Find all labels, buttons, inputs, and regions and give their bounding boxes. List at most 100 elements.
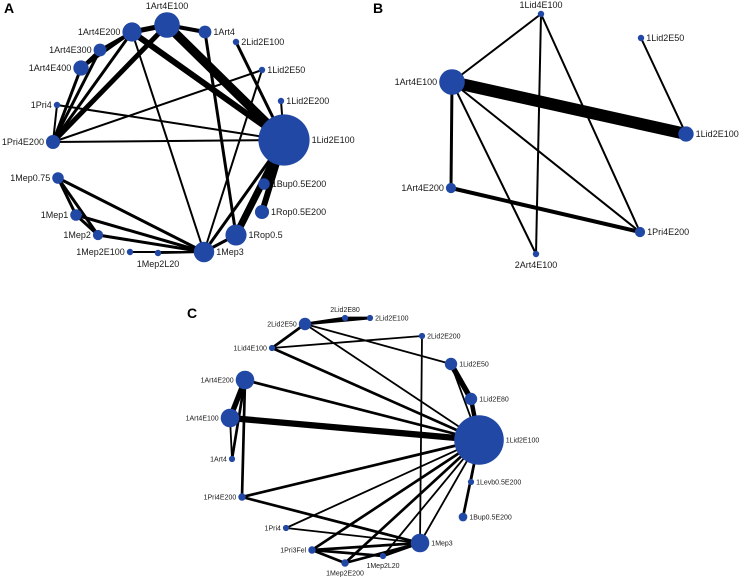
node-1Mep3 [193,241,215,263]
edge-1Pri4E200-1Lid2E100 [241,438,480,499]
node-label-1Art4: 1Art4 [213,27,235,37]
node-label-1Mep2L20: 1Mep2L20 [137,259,180,269]
node-label-1Mep3: 1Mep3 [431,540,453,547]
edge-1Art4E200-1Pri4E200 [240,379,247,498]
node-label-1Art4E400: 1Art4E400 [29,63,72,73]
node-label-1Levb0.5E200: 1Levb0.5E200 [476,479,521,486]
node-label-1Lid2E100: 1Lid2E100 [506,437,540,444]
edge-1Art4E100-1Art4E200 [449,81,454,189]
edge-1Art4E100-2Art4E100 [451,81,537,255]
node-label-1Lid2E50: 1Lid2E50 [459,361,489,368]
edge-1Mep2E200-1Lid2E100 [344,439,480,564]
node-1Lid4E100 [268,344,276,352]
edge-2Lid2E200-1Mep3 [419,335,423,544]
node-1Art4 [198,25,212,39]
node-1Art4E200 [122,22,142,42]
node-label-2Lid2E200: 2Lid2E200 [427,333,461,340]
panel-a-edges [51,21,288,254]
node-1Lid2E50 [444,357,458,371]
node-1Mep2E200 [341,559,349,567]
node-1Mep2E100 [126,248,134,256]
node-1Mep2 [92,229,104,241]
node-label-1Mep2: 1Mep2 [63,230,91,240]
node-label-1Mep2E200: 1Mep2E200 [326,571,364,577]
node-label-1Lid2E100: 1Lid2E100 [312,135,355,145]
node-2Lid2E100 [232,38,240,46]
node-label-1Art4E200: 1Art4E200 [78,27,121,37]
node-1Pri4E200 [238,493,246,501]
node-1Art4E100 [439,69,465,95]
node-label-1Bup0.5E200: 1Bup0.5E200 [469,514,512,521]
edge-1Pri4-1Mep3 [285,527,421,544]
node-label-1Art4E200: 1Art4E200 [201,377,234,384]
node-1Art4E300 [93,43,107,57]
node-1Bup0.5E200 [458,512,468,522]
node-label-1Mep0.75: 1Mep0.75 [10,173,50,183]
node-1Lid2E100 [258,114,310,166]
edge-1Art4E200-1Pri4E200 [51,31,134,143]
node-1Pri4 [53,101,61,109]
node-label-1Rop0.5: 1Rop0.5 [249,230,283,240]
node-1Art4E200 [445,182,457,194]
node-label-1Mep1: 1Mep1 [41,210,69,220]
edge-1Art4-1Rop0.5 [203,31,238,236]
node-1Rop0.5 [225,224,247,246]
node-label-1Lid2E80: 1Lid2E80 [479,396,509,403]
edge-1Art4E100-1Lid2E100 [229,414,480,444]
panel-b-nodes: 1Lid4E1001Lid2E501Art4E1001Lid2E1001Art4… [395,0,739,270]
node-1Art4E100 [220,408,240,428]
node-1Pri4 [282,524,290,532]
node-label-1Lid2E100: 1Lid2E100 [696,129,739,139]
node-2Lid2E200 [418,332,426,340]
node-1Lid2E200 [277,97,285,105]
node-1Pri4E200 [634,226,646,238]
node-label-2Art4E100: 2Art4E100 [515,260,558,270]
node-label-1Art4E200: 1Art4E200 [401,183,444,193]
edge-1Lid2E50-1Lid2E80 [448,362,474,401]
panel-b-edges [449,13,688,255]
node-label-1Art4E100: 1Art4E100 [146,1,189,11]
node-label-1Mep2L20: 1Mep2L20 [366,563,399,570]
node-1Art4E400 [73,60,89,76]
node-1Bup0.5E200 [258,178,270,190]
edge-1Lid2E50-1Mep3 [203,69,263,253]
edge-1Mep2L20-1Lid2E100 [382,439,480,557]
edge-2Lid2E50-1Lid2E100 [304,323,480,441]
edge-1Art4E200-1Pri4E200 [450,186,641,234]
node-label-1Art4E100: 1Art4E100 [186,415,219,422]
panel-a-letter: A [4,0,14,16]
edge-1Art4E100-1Pri4E200 [451,81,641,233]
node-1Lid2E100 [454,415,504,465]
panel-c-nodes: 2Lid2E502Lid2E802Lid2E1002Lid2E2001Lid4E… [186,307,540,577]
edge-1Mep2-1Mep3 [97,233,205,254]
node-1Rop0.5E200 [254,204,270,220]
panel-b-letter: B [373,0,383,16]
edge-2Lid2E50-1Lid4E100 [271,322,306,350]
node-1Lid2E50 [637,34,645,42]
node-2Lid2E80 [341,314,349,322]
panel-a: A 1Art4E2001Art4E1001Art41Art4E3001Art4E… [2,0,355,269]
panel-c-edges [227,316,482,565]
node-1Lid4E100 [537,10,545,18]
node-label-1Mep2E100: 1Mep2E100 [76,247,125,257]
node-1Mep1 [70,209,82,221]
edge-2Lid2E200-1Lid4E100 [271,335,423,349]
edge-1Mep0.75-1Mep2 [56,177,100,236]
edge-2Lid2E50-1Lid2E50 [304,323,452,365]
node-label-1Lid2E50: 1Lid2E50 [267,65,305,75]
node-label-2Lid2E50: 2Lid2E50 [267,321,297,328]
node-label-1Lid2E50: 1Lid2E50 [646,33,684,43]
edge-1Pri4E200-1Mep3 [241,495,421,545]
panel-c: C 2Lid2E502Lid2E802Lid2E1002Lid2E2001Lid… [186,305,540,577]
node-1Mep3 [410,533,430,553]
edge-1Pri3Fel-1Mep3 [311,541,421,552]
edge-1Art4E100-1Lid4E100 [451,13,542,83]
edge-1Art4E100-1Pri4E200 [51,23,169,144]
node-1Art4E200 [235,370,255,390]
edge-1Lid4E100-1Lid2E100 [271,346,480,442]
edge-1Lid2E50-1Pri4E200 [52,69,263,143]
node-label-1Lid4E100: 1Lid4E100 [233,345,267,352]
panel-c-letter: C [187,305,197,321]
node-label-2Lid2E100: 2Lid2E100 [375,315,409,322]
